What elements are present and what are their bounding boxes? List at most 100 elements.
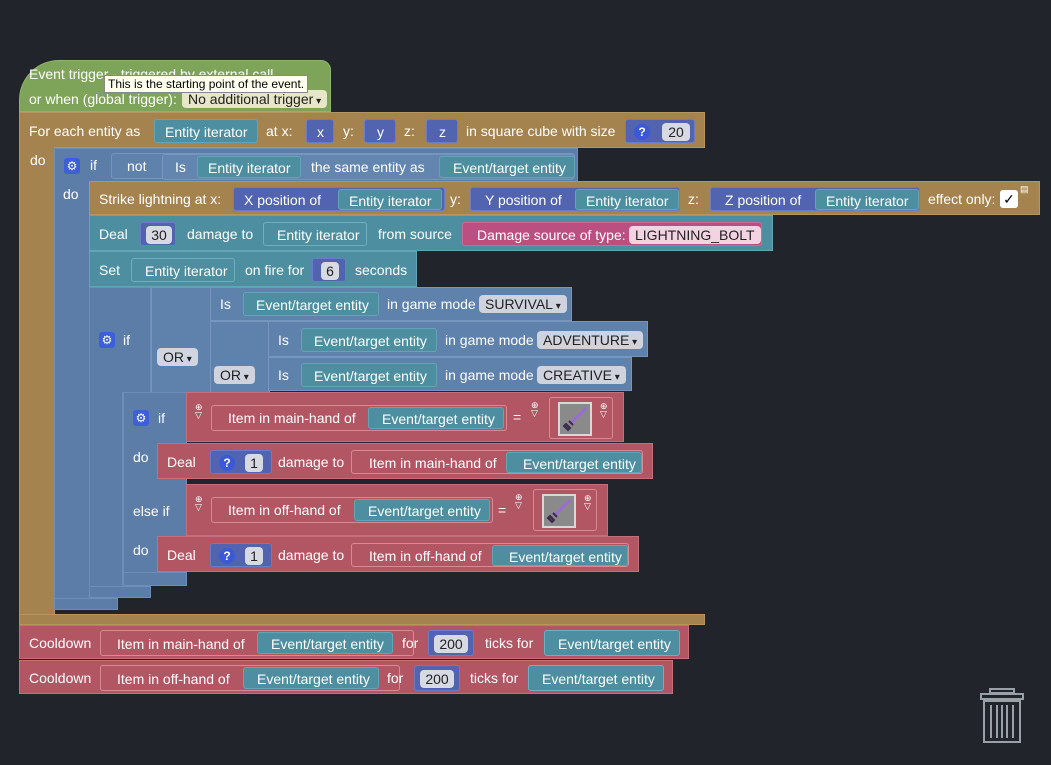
or-outer-block[interactable]: OR ▾ [151,287,211,393]
entity-iterator-slot[interactable]: Entity iterator [338,189,442,210]
event-target-slot[interactable]: Event/target entity [506,452,642,473]
item-off-hand-label: Item in off-hand of [369,548,482,564]
mutator-icon[interactable]: ⊕▽ [600,401,608,419]
tooltip: This is the starting point of the event. [104,75,309,93]
adventure-block[interactable]: Is Event/target entity in game mode ADVE… [268,321,648,357]
if-not-same-block[interactable]: ⚙ if not Is Entity iterator the same ent… [54,148,578,182]
if-game-mode-arm [89,392,123,598]
mutator-icon[interactable]: ⊕▽ [195,494,203,512]
strike-lightning-block[interactable]: Strike lightning at x: X position of Ent… [89,181,1040,215]
for-each-block[interactable]: For each entity as Entity iterator at x:… [19,112,705,148]
or-inner-block[interactable]: OR ▾ [210,321,270,393]
item-stack-slot[interactable]: ⊕▽ [533,489,597,531]
deal-off-hand-block[interactable]: Deal ? 1 damage to Item in off-hand of E… [157,536,639,572]
ticks-value[interactable]: 200 [420,670,454,688]
gear-icon[interactable]: ⚙ [99,332,115,348]
event-target-slot[interactable]: Event/target entity [243,292,379,316]
mutator-icon[interactable]: ⊕▽ [531,400,539,418]
amount-value[interactable]: 30 [146,226,172,244]
cooldown-main-hand-block[interactable]: Cooldown Item in main-hand of Event/targ… [19,625,689,659]
if-not-same-arm: do [54,181,90,609]
ticks-slot[interactable]: 200 [414,665,460,691]
or-dropdown[interactable]: OR ▾ [157,348,198,366]
global-trigger-dropdown[interactable]: No additional trigger ▾ [182,90,328,108]
entity-iterator-text: Entity iterator [208,160,291,176]
same-entity-slot[interactable]: Is Entity iterator the same entity as Ev… [162,154,575,180]
game-mode-dropdown[interactable]: CREATIVE ▾ [537,366,626,384]
item-stack-slot[interactable]: ⊕▽ [549,397,613,439]
ticks-slot[interactable]: 200 [428,630,474,656]
game-mode-dropdown[interactable]: ADVENTURE ▾ [537,331,644,349]
mutator-icon[interactable]: ⊕▽ [584,493,592,511]
event-target-slot[interactable]: Event/target entity [528,665,664,691]
trash-icon[interactable] [980,688,1024,744]
seconds-value[interactable]: 6 [321,262,339,280]
survival-block[interactable]: Is Event/target entity in game mode SURV… [210,287,572,321]
event-target-slot[interactable]: Event/target entity [243,667,379,689]
entity-iterator-slot[interactable]: Entity iterator [263,222,367,246]
event-target-text: Event/target entity [382,411,495,427]
gear-icon[interactable]: ⚙ [64,158,80,174]
entity-iterator-slot[interactable]: Entity iterator [575,189,679,210]
game-mode-dropdown[interactable]: SURVIVAL ▾ [479,295,567,313]
item-off-hand-slot[interactable]: Item in off-hand of Event/target entity [211,497,493,523]
set-fire-block[interactable]: Set Entity iterator on fire for 6 second… [89,251,417,287]
event-target-slot[interactable]: Event/target entity [301,328,437,352]
not-slot[interactable]: not Is Entity iterator the same entity a… [111,153,575,180]
event-target-slot[interactable]: Event/target entity [257,632,393,654]
size-slot[interactable]: ? 20 [625,119,695,143]
deal-damage-block[interactable]: Deal 30 damage to Entity iterator from s… [89,215,773,251]
creative-block[interactable]: Is Event/target entity in game mode CREA… [268,357,632,391]
mutator-icon[interactable]: ⊕▽ [195,402,203,420]
entity-iterator-slot[interactable]: Entity iterator [131,258,235,282]
comment-icon[interactable]: ▤ [1020,184,1029,194]
amount-slot[interactable]: ? 1 [210,450,272,474]
or-dropdown[interactable]: OR ▾ [214,366,255,384]
event-target-slot[interactable]: Event/target entity [439,156,575,178]
event-target-slot[interactable]: Event/target entity [492,545,628,566]
event-target-slot[interactable]: Event/target entity [368,407,504,429]
cooldown-label: Cooldown [29,670,92,686]
main-hand-compare-block[interactable]: ⊕▽ Item in main-hand of Event/target ent… [186,392,624,442]
game-mode-label: in game mode [445,367,534,383]
item-main-hand-slot[interactable]: Item in main-hand of Event/target entity [100,630,414,656]
amount-slot[interactable]: 30 [140,222,176,246]
item-main-hand-slot[interactable]: Item in main-hand of Event/target entity [211,405,507,431]
off-hand-compare-block[interactable]: ⊕▽ Item in off-hand of Event/target enti… [186,484,608,536]
seconds-slot[interactable]: 6 [312,258,346,282]
effect-only-checkbox[interactable]: ✓ [1000,190,1018,208]
mutator-icon[interactable]: ⊕▽ [515,492,523,510]
y-slot[interactable]: y [364,119,396,143]
entity-iterator-text: Entity iterator [277,227,360,243]
z-position-slot[interactable]: Z position of Entity iterator [710,187,920,211]
gear-icon[interactable]: ⚙ [133,410,149,426]
deal-main-hand-block[interactable]: Deal ? 1 damage to Item in main-hand of … [157,443,653,479]
ticks-value[interactable]: 200 [434,635,468,653]
event-target-slot[interactable]: Event/target entity [301,363,437,387]
amount-slot[interactable]: ? 1 [210,543,272,567]
event-target-slot[interactable]: Event/target entity [354,499,490,521]
size-value[interactable]: 20 [662,123,690,141]
damage-source-slot[interactable]: Damage source of type: LIGHTNING_BOLT [462,222,762,246]
x-position-slot[interactable]: X position of Entity iterator [233,187,445,211]
item-off-hand-slot[interactable]: Item in off-hand of Event/target entity [100,665,400,691]
event-target-slot[interactable]: Event/target entity [544,630,680,656]
amount-value[interactable]: 1 [245,547,263,565]
amount-value[interactable]: 1 [245,454,263,472]
item-main-hand-label: Item in main-hand of [369,455,497,471]
y-position-slot[interactable]: Y position of Entity iterator [470,187,680,211]
if-game-mode-block[interactable]: ⚙ if do [89,287,151,412]
entity-iterator-slot[interactable]: Entity iterator [197,156,301,178]
for-each-do-label: do [30,152,46,168]
entity-iterator-slot[interactable]: Entity iterator [815,189,919,210]
z-slot[interactable]: z [426,119,458,143]
cooldown-off-hand-block[interactable]: Cooldown Item in off-hand of Event/targe… [19,660,673,694]
entity-iterator-slot[interactable]: Entity iterator [154,119,258,143]
is-label: Is [278,332,289,348]
x-slot[interactable]: x [306,119,334,143]
y-text: y [377,124,384,140]
damage-type-value[interactable]: LIGHTNING_BOLT [629,226,761,244]
item-off-hand-slot[interactable]: Item in off-hand of Event/target entity [351,543,629,567]
item-main-hand-slot[interactable]: Item in main-hand of Event/target entity [351,450,643,474]
do-label-2: do [133,542,149,558]
